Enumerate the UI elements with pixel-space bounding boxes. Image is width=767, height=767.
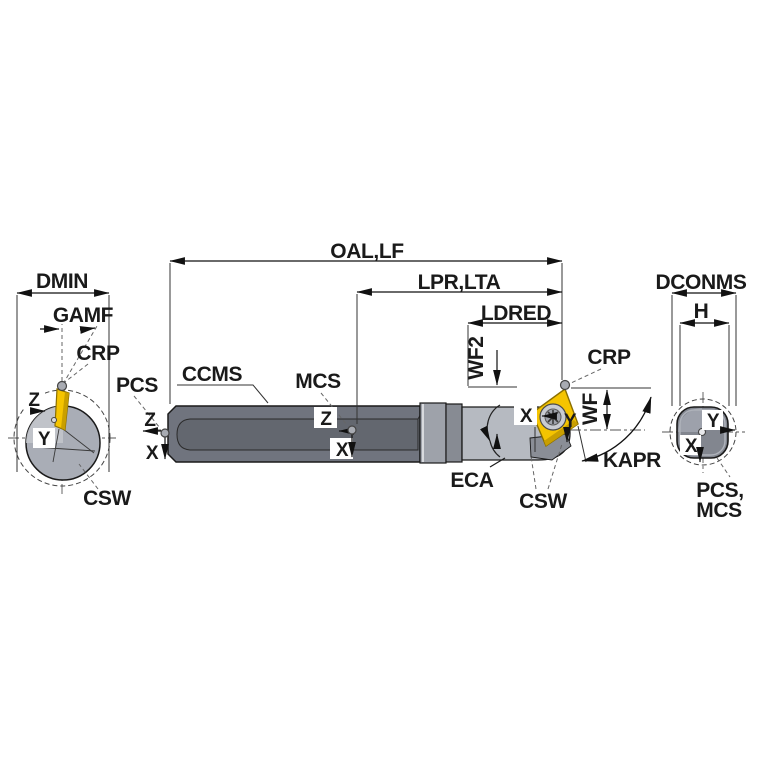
mcs-origin-dot [347, 425, 357, 435]
cross-section-facet-line [62, 428, 95, 454]
kapr-angle-arc [581, 396, 652, 462]
dconms-label: DCONMS [656, 271, 747, 294]
eca-leader [489, 457, 506, 468]
wf2-label: WF2 [465, 336, 488, 379]
gamf-arrow-right [79, 326, 96, 334]
tip-y-label: Y [564, 411, 577, 432]
eca-arc-lower [489, 440, 501, 458]
shaft-flat [176, 418, 419, 451]
ldred-label: LDRED [481, 302, 552, 325]
wf-label: WF [579, 393, 602, 425]
dmin-label: DMIN [36, 270, 88, 293]
left-view-origin-dot [51, 417, 57, 423]
kapr-label: KAPR [603, 449, 661, 472]
ccms-label: CCMS [182, 363, 243, 386]
ccms-leader [177, 384, 269, 404]
crp-left-dot [56, 380, 68, 392]
csw-left-leader [78, 463, 99, 490]
eca-label: ECA [450, 469, 493, 492]
gamf-ref-line-slanted [62, 325, 98, 385]
end-view-x-label: X [685, 436, 698, 457]
cross-section-edge-line [52, 428, 60, 463]
crp-left-leader [64, 363, 89, 383]
csw-right-leader-1 [530, 455, 537, 490]
pcs-z-label: Z [144, 410, 156, 431]
left-view-y-label: Y [38, 429, 51, 450]
shaft-collar [419, 402, 447, 464]
insert-left-view-facet [61, 392, 69, 430]
end-view-highlight [678, 408, 702, 432]
y-label-bg-end-view [702, 410, 723, 430]
pcs-label: PCS [116, 374, 158, 397]
shaft-band [445, 403, 463, 463]
csw-left-label: CSW [83, 487, 131, 510]
gamf-label: GAMF [53, 304, 114, 327]
tip-x-label: X [520, 406, 533, 427]
z-label-bg-mcs [314, 407, 337, 428]
mcs-z-label: Z [320, 409, 332, 430]
csw-right-label: CSW [519, 490, 567, 513]
left-view-z-label: Z [28, 390, 40, 411]
cutting-edge-extension [577, 425, 587, 463]
x-label-bg-tip [514, 404, 537, 425]
z-label-bg-left-view [23, 389, 45, 409]
insert-side-facet [544, 420, 578, 446]
crp-left-label: CRP [76, 342, 120, 365]
pcs-x-label: X [146, 443, 159, 464]
pcs-mcs-label-line1: PCS, [696, 479, 743, 502]
x-label-bg-end-view [680, 435, 701, 455]
mcs-label: MCS [295, 370, 341, 393]
eca-arc [480, 404, 501, 442]
pcs-origin-dot [160, 428, 170, 438]
y-label-bg-left-view [33, 428, 55, 448]
csw-right-leader-2 [547, 443, 563, 490]
mcs-x-label: X [336, 440, 349, 461]
crp-right-leader [570, 368, 602, 384]
end-view-y-label: Y [707, 411, 720, 432]
end-view-dashed-circle [669, 398, 737, 466]
lpr-label: LPR,LTA [418, 271, 501, 294]
pcs-mcs-label-line2: MCS [696, 499, 742, 522]
crp-right-dot [559, 379, 571, 391]
x-label-bg-mcs [330, 438, 353, 459]
pcs-mcs-leader [716, 457, 731, 478]
crp-right-label: CRP [587, 346, 631, 369]
h-label: H [694, 300, 709, 323]
oal-label: OAL,LF [330, 240, 404, 263]
